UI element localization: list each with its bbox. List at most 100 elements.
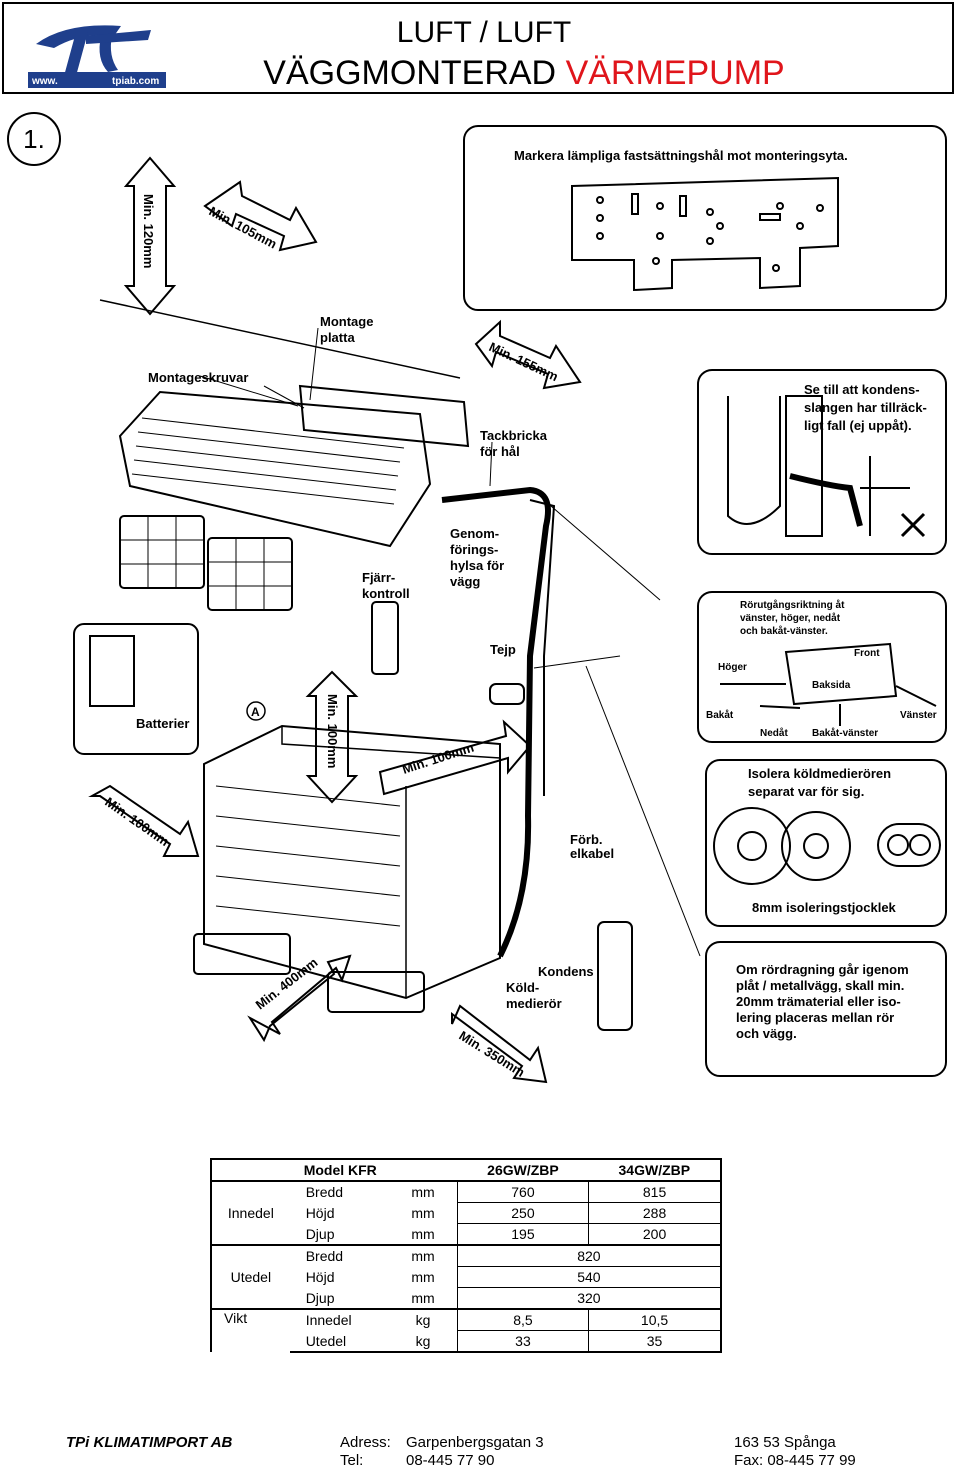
arrow-min-400 <box>247 954 352 1043</box>
spec-dim: Djup <box>305 1225 335 1242</box>
table-row: Vikt Innedel kg 8,5 10,5 <box>210 1308 723 1352</box>
spec-value: 200 <box>588 1223 723 1245</box>
label-montage-1: Montage <box>320 314 373 329</box>
spec-col2: 34GW/ZBP <box>588 1158 723 1181</box>
label-montageskruvar: Montageskruvar <box>148 370 248 385</box>
box4-line-2: separat var för sig. <box>748 784 864 799</box>
drain-cap <box>597 921 633 1031</box>
spec-value: 35 <box>588 1330 723 1353</box>
box3-line-3: och bakåt-vänster. <box>740 625 828 637</box>
box3-bakat-vanster: Bakåt-vänster <box>812 727 878 739</box>
mounting-plate <box>298 384 470 448</box>
table-row: Höjd mm 540 <box>211 1266 722 1288</box>
footer-postal: 163 53 Spånga <box>734 1434 836 1451</box>
spec-group-vikt: Vikt <box>210 1308 290 1352</box>
box3-front: Front <box>854 648 880 659</box>
label-tejp: Tejp <box>490 642 516 657</box>
spec-unit: mm <box>389 1244 458 1267</box>
spec-col1: 26GW/ZBP <box>457 1158 589 1181</box>
spec-value: 820 <box>456 1244 722 1267</box>
base-foot-2 <box>327 971 425 1013</box>
footer-tel-label: Tel: <box>340 1452 364 1469</box>
spec-value: 195 <box>456 1223 589 1245</box>
arrow-min-100-vertical <box>305 670 359 804</box>
table-row: Utedel kg 33 35 <box>211 1330 723 1353</box>
label-montage-2: platta <box>320 330 355 345</box>
table-row: Djup mm 195 200 <box>211 1223 723 1245</box>
label-batterier: Batterier <box>136 716 189 731</box>
page-header: www. tpiab.com LUFT / LUFT VÄGGMONTERAD … <box>2 2 954 94</box>
spec-value: 250 <box>456 1202 589 1224</box>
spec-model-label: Model KFR <box>289 1158 458 1181</box>
mounting-plate-drawing <box>571 176 839 292</box>
label-min-100-a: Min. 100mm <box>325 694 340 768</box>
label-min-105: Min. 105mm <box>207 203 280 251</box>
installation-diagram: Min. 120mm Min. 105mm Min. 155mm Min. 10… <box>73 125 947 1084</box>
label-min-350: Min. 350mm <box>456 1028 527 1080</box>
box5-line-2: plåt / metallvägg, skall min. <box>736 978 904 993</box>
filter-2 <box>207 537 293 611</box>
pipe-assembly <box>441 486 551 958</box>
box2-line-2: slangen har tillräck- <box>804 400 927 415</box>
box1-title: Markera lämpliga fastsättningshål mot mo… <box>514 148 848 163</box>
box5-line-1: Om rördragning går igenom <box>736 962 909 977</box>
x-mark-icon <box>900 512 926 538</box>
arrow-min-350 <box>451 1004 548 1084</box>
spec-dim: Utedel <box>289 1330 390 1353</box>
box5-line-4: lering placeras mellan rör <box>736 1010 894 1025</box>
label-a: A <box>251 705 260 719</box>
box3-hoger: Höger <box>718 662 747 673</box>
box4-line-3: 8mm isoleringstjocklek <box>752 900 897 915</box>
box3-line-2: vänster, höger, nedåt <box>740 612 841 624</box>
label-genom-3: hylsa för <box>450 558 504 573</box>
spec-value: 815 <box>588 1180 723 1203</box>
box3-line-1: Rörutgångsriktning åt <box>740 599 845 611</box>
base-foot-1 <box>193 933 291 975</box>
spec-unit: kg <box>389 1330 458 1353</box>
indoor-unit-grille <box>131 417 405 505</box>
spec-dim: Innedel <box>289 1308 390 1331</box>
spec-dim: Bredd <box>289 1180 390 1203</box>
spec-value: 10,5 <box>588 1308 723 1331</box>
label-forb-2: elkabel <box>570 846 614 861</box>
box-metal-wall <box>705 941 947 1077</box>
footer-company: TPi KLIMATIMPORT AB <box>66 1434 233 1451</box>
label-fjarr-2: kontroll <box>362 586 410 601</box>
box3-bakat: Bakåt <box>706 709 734 721</box>
title-line-2: VÄGGMONTERAD VÄRMEPUMP <box>4 54 960 93</box>
spec-table: Model KFR 26GW/ZBP 34GW/ZBP Innedel Bred… <box>210 1158 723 1353</box>
page-footer: TPi KLIMATIMPORT AB Adress: Garpenbergsg… <box>0 1432 960 1469</box>
footer-address: Garpenbergsgatan 3 <box>406 1434 544 1451</box>
spec-dim: Höjd <box>305 1205 335 1221</box>
table-row: Innedel Bredd mm 760 815 <box>210 1180 723 1245</box>
box5-line-5: och vägg. <box>736 1026 797 1041</box>
remote-control <box>371 601 399 675</box>
footer-address-label: Adress: <box>340 1434 391 1451</box>
logo-web-text: www. <box>31 76 58 87</box>
box3-vanster: Vänster <box>900 710 937 721</box>
label-min-120: Min. 120mm <box>141 194 156 268</box>
box3-baksida: Baksida <box>812 680 851 691</box>
box3-nedat: Nedåt <box>760 727 788 739</box>
spec-value: 540 <box>456 1266 722 1288</box>
spec-header-row: Model KFR 26GW/ZBP 34GW/ZBP <box>210 1158 723 1181</box>
label-forb-1: Förb. <box>570 832 603 847</box>
arrow-min-120 <box>123 156 177 316</box>
spec-value: 760 <box>456 1180 589 1203</box>
label-genom-4: vägg <box>450 574 480 589</box>
title-black: VÄGGMONTERAD <box>263 54 557 92</box>
label-genom-2: förings- <box>450 542 498 557</box>
title-line-1: LUFT / LUFT <box>396 16 572 49</box>
spec-value: 320 <box>456 1287 722 1309</box>
arrow-min-100-left <box>88 784 200 857</box>
spec-unit: mm <box>411 1269 435 1285</box>
box-mounting-holes <box>463 125 947 311</box>
table-row: Utedel Bredd mm 820 <box>210 1244 722 1309</box>
spec-unit: kg <box>389 1308 458 1331</box>
box2-line-3: ligt fall (ej uppåt). <box>804 418 912 433</box>
box4-line-1: Isolera köldmedierören <box>748 766 891 781</box>
outdoor-unit-grille <box>215 785 401 927</box>
sleeve <box>489 683 525 705</box>
box-pipe-directions <box>697 591 947 743</box>
box2-line-1: Se till att kondens- <box>804 382 920 397</box>
